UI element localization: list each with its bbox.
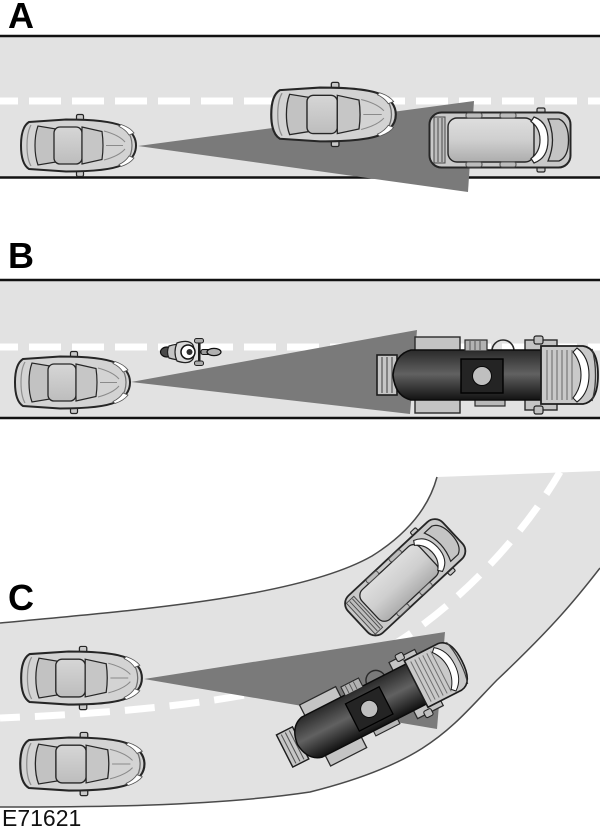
panel-c: C xyxy=(0,470,600,808)
panel-a-label: A xyxy=(8,0,34,36)
host-car-b xyxy=(14,350,131,415)
cutting-in-car-a xyxy=(270,81,397,148)
panel-c-label: C xyxy=(8,577,34,618)
panel-b: B xyxy=(0,235,600,420)
radar-beam-b xyxy=(131,330,417,414)
road-edge-inner xyxy=(0,567,600,808)
following-car-c xyxy=(19,731,146,797)
host-car-a xyxy=(20,113,137,178)
figure-code: E71621 xyxy=(2,805,81,831)
host-car-c xyxy=(20,645,143,711)
road-edge-outer xyxy=(0,476,438,624)
van-a xyxy=(428,107,572,173)
panel-a: A xyxy=(0,0,600,192)
panel-b-label: B xyxy=(8,235,34,276)
